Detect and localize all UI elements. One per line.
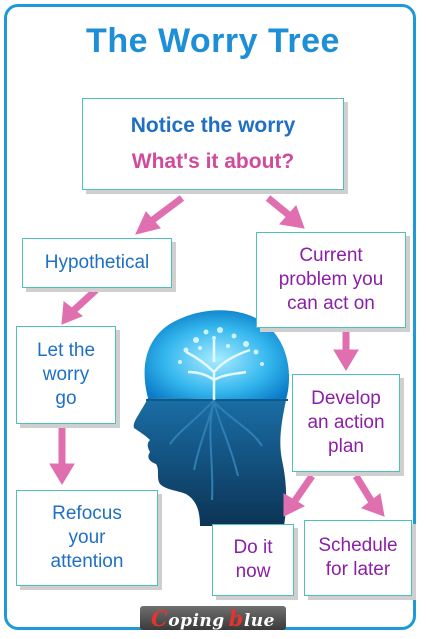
refocus-line-1: Refocus xyxy=(52,503,122,525)
develop-line-3: plan xyxy=(328,435,364,457)
coping-blue-logo: Coping blue xyxy=(140,605,286,631)
current-line-3: can act on xyxy=(287,292,375,314)
let-go-line-3: go xyxy=(55,387,77,409)
do-it-now-box: Do it now xyxy=(212,524,294,596)
logo-word-1: Coping xyxy=(151,605,225,631)
logo-word-2: blue xyxy=(228,605,275,631)
schedule-line-2: for later xyxy=(325,559,391,580)
let-worry-go-box: Let the worry go xyxy=(16,326,116,424)
notice-worry-box: Notice the worry What's it about? xyxy=(82,98,344,190)
hypothetical-text: Hypothetical xyxy=(44,252,150,274)
develop-plan-box: Develop an action plan xyxy=(292,374,400,472)
whats-it-about-text: What's it about? xyxy=(131,150,295,173)
refocus-attention-box: Refocus your attention xyxy=(16,490,158,586)
page-title: The Worry Tree xyxy=(86,22,340,60)
develop-line-2: an action xyxy=(307,412,385,434)
current-line-2: problem you xyxy=(278,269,384,291)
do-it-line-2: now xyxy=(235,561,271,582)
arrow-icon xyxy=(49,195,385,517)
current-line-1: Current xyxy=(299,245,363,267)
schedule-later-box: Schedule for later xyxy=(304,520,412,596)
refocus-line-3: attention xyxy=(50,550,124,572)
head-tree-illustration xyxy=(133,310,290,526)
refocus-line-2: your xyxy=(68,527,106,549)
schedule-line-1: Schedule xyxy=(318,535,398,557)
let-go-line-2: worry xyxy=(42,364,90,386)
hypothetical-box: Hypothetical xyxy=(22,238,172,288)
notice-worry-text: Notice the worry xyxy=(130,113,296,137)
current-problem-box: Current problem you can act on xyxy=(256,232,406,328)
let-go-line-1: Let the xyxy=(36,340,96,362)
do-it-line-1: Do it xyxy=(233,537,273,559)
develop-line-1: Develop xyxy=(311,388,381,410)
